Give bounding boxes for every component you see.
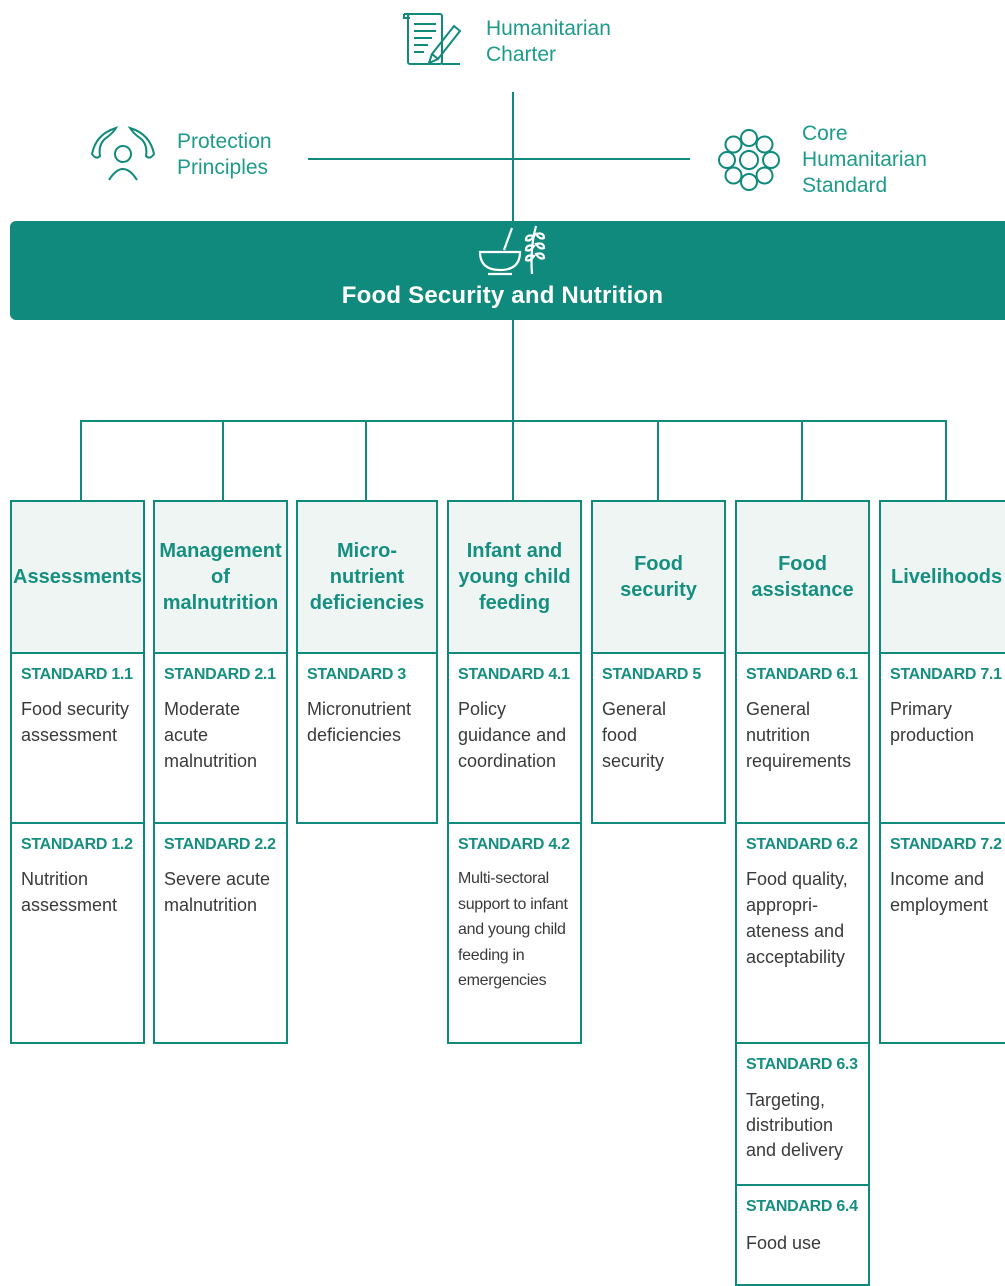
column-management-of-malnutrition: Management of malnutrition STANDARD 2.1 … [153,500,288,1044]
standard-title: Policy guidance and coordination [458,699,567,771]
column-heading: Infant and young child feeding [447,500,582,654]
standard-title: Multi-sectoral support to infant and you… [458,870,568,989]
standard-title: Targeting, distribution and delivery [746,1090,844,1160]
standard-title: Moderate acute malnutrition [164,699,258,771]
protection-hands-icon [88,124,158,184]
standard-card: STANDARD 7.2 Income and employment [879,824,1005,1044]
standard-label: STANDARD 7.2 [890,836,1002,853]
column-heading: Management of malnutrition [153,500,288,654]
standard-card: STANDARD 1.2 Nutrition assessment [10,824,145,1044]
standard-label: STANDARD 3 [307,666,406,683]
standard-label: STANDARD 6.2 [746,836,858,853]
standard-label: STANDARD 7.1 [890,666,1002,683]
standard-card: STANDARD 6.4 Food use [735,1186,870,1286]
branch-connector [801,420,803,502]
standard-label: STANDARD 4.2 [458,836,570,853]
standard-label: STANDARD 6.1 [746,666,858,683]
column-heading: Assessments [10,500,145,654]
standard-card: STANDARD 5 General food security [591,654,726,824]
branch-connector [222,420,224,502]
branch-connector [657,420,659,502]
standard-label: STANDARD 2.2 [164,836,276,853]
standard-label: STANDARD 6.3 [746,1056,858,1073]
standard-label: STANDARD 1.1 [21,666,133,683]
column-micronutrient-deficiencies: Micro-nutrient deficiencies STANDARD 3 M… [296,500,438,824]
standard-card: STANDARD 3 Micronutrient deficiencies [296,654,438,824]
column-livelihoods: Livelihoods STANDARD 7.1 Primary product… [879,500,1005,1044]
standard-label: STANDARD 6.4 [746,1198,858,1215]
standard-label: STANDARD 1.2 [21,836,133,853]
standard-title: Primary production [890,699,975,745]
column-assessments: Assessments STANDARD 1.1 Food security a… [10,500,145,1044]
standard-card: STANDARD 6.1 General nutrition requireme… [735,654,870,824]
standard-label: STANDARD 4.1 [458,666,570,683]
column-heading: Food assistance [735,500,870,654]
tree-horizontal-connector [80,420,947,422]
standard-card: STANDARD 6.3 Targeting, distribution and… [735,1044,870,1186]
column-food-assistance: Food assistance STANDARD 6.1 General nut… [735,500,870,1286]
standard-card: STANDARD 1.1 Food security assessment [10,654,145,824]
column-food-security: Food security STANDARD 5 General food se… [591,500,726,824]
branch-connector [945,420,947,502]
standard-title: Food use [746,1233,822,1253]
standard-card: STANDARD 6.2 Food quality, appropri-aten… [735,824,870,1044]
column-heading: Livelihoods [879,500,1005,654]
standard-title: Micronutrient deficiencies [307,699,412,745]
principles-connector [308,158,690,160]
standard-label: STANDARD 2.1 [164,666,276,683]
standard-card: STANDARD 2.2 Severe acute malnutrition [153,824,288,1044]
standard-title: General food security [602,699,667,771]
banner-to-tree-connector [512,320,514,502]
standard-title: Food quality, appropri-ateness and accep… [746,869,848,967]
standard-card: STANDARD 7.1 Primary production [879,654,1005,824]
branch-connector [80,420,82,502]
standard-card: STANDARD 2.1 Moderate acute malnutrition [153,654,288,824]
bowl-and-wheat-icon [474,222,554,280]
humanitarian-charter-label: Humanitarian Charter [486,17,611,66]
column-heading: Food security [591,500,726,654]
column-infant-young-child-feeding: Infant and young child feeding STANDARD … [447,500,582,1044]
banner-title: Food Security and Nutrition [341,282,664,309]
standard-title: Severe acute malnutrition [164,869,271,915]
standard-card: STANDARD 4.1 Policy guidance and coordin… [447,654,582,824]
standard-title: Income and employment [890,869,989,915]
branch-connector [365,420,367,502]
charter-document-icon [402,10,470,70]
standard-title: Food security assessment [21,699,130,745]
standard-label: STANDARD 5 [602,666,701,683]
column-heading: Micro-nutrient deficiencies [296,500,438,654]
protection-principles-label: Protection Principles [177,130,272,179]
core-standard-flower-icon [716,127,782,193]
standard-title: General nutrition requirements [746,699,852,771]
standard-card: STANDARD 4.2 Multi-sectoral support to i… [447,824,582,1044]
standard-title: Nutrition assessment [21,869,118,915]
core-humanitarian-standard-label: Core Humanitarian Standard [802,122,927,197]
